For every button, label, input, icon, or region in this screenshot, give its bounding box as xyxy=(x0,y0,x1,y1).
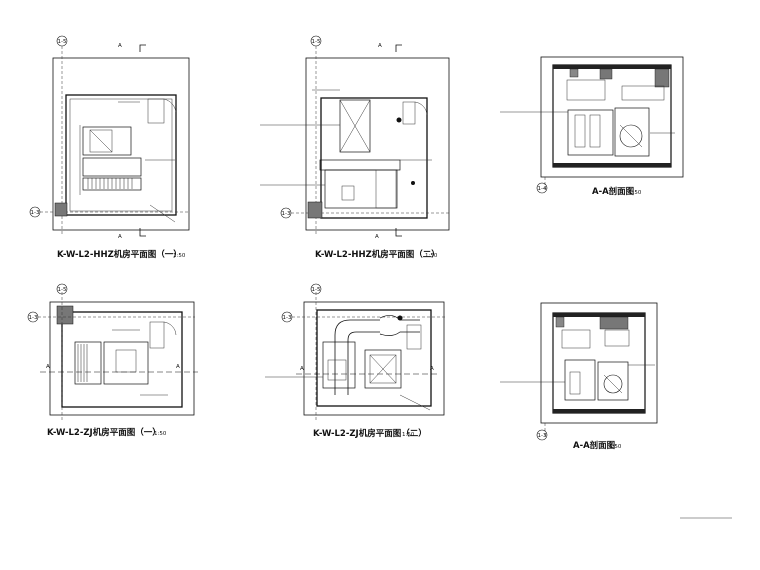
section1-title: A-A剖面图 xyxy=(592,186,634,197)
plan2-grid-side: 1-3 xyxy=(282,211,291,217)
plan4-grid-side: 1-3 xyxy=(283,315,292,321)
plan2-title: K-W-L2-HHZ机房平面图（二） xyxy=(315,249,440,260)
plan3-section-mark-right: A xyxy=(176,364,180,370)
section2-scale: 1:50 xyxy=(609,444,622,450)
plan4-title: K-W-L2-ZJ机房平面图（二） xyxy=(313,428,427,439)
plan1-title: K-W-L2-HHZ机房平面图（一） xyxy=(57,249,182,260)
plan2-scale: 1:50 xyxy=(425,253,438,259)
plan4-drawing: 1-5 1-3 A A xyxy=(265,283,446,420)
section1-grid: 1-4 xyxy=(538,186,547,192)
plan4-scale: 1:50 xyxy=(402,432,415,438)
plan3-title: K-W-L2-ZJ机房平面图（一） xyxy=(47,427,161,438)
section2-grid: 1-3 xyxy=(538,433,547,439)
plan3-scale: 1:50 xyxy=(154,431,167,437)
plan3-grid-side: 1-3 xyxy=(29,315,38,321)
plan2-section-mark-top: A xyxy=(378,43,382,49)
section2-title: A-A剖面图 xyxy=(573,440,615,451)
plan3-grid-top: 1-5 xyxy=(58,287,67,293)
plan1-grid-side: 1-3 xyxy=(31,210,40,216)
plan1-drawing: 1-5 1-3 A A xyxy=(29,35,190,240)
plan2-section-mark-bottom: A xyxy=(375,234,379,240)
plan4-section-mark-left: A xyxy=(300,366,304,372)
section2-drawing: 1-3 xyxy=(500,302,658,441)
plan2-grid-top: 1-5 xyxy=(312,39,321,45)
plan1-scale: 1:50 xyxy=(173,253,186,259)
plan3-section-mark-left: A xyxy=(46,364,50,370)
section1-scale: 1:50 xyxy=(629,190,642,196)
plan1-grid-top: 1-5 xyxy=(58,39,67,45)
grid-bubble-top-icon xyxy=(56,35,68,47)
plan1-section-mark-bottom: A xyxy=(118,234,122,240)
plan1-section-mark-top: A xyxy=(118,43,122,49)
plan4-grid-top: 1-5 xyxy=(312,287,321,293)
plan4-section-mark-right: A xyxy=(430,366,434,372)
plan3-drawing: 1-5 1-3 A A xyxy=(27,283,198,420)
section1-drawing: 1-4 xyxy=(500,56,684,194)
plan2-drawing: 1-5 1-3 A A xyxy=(260,35,450,240)
